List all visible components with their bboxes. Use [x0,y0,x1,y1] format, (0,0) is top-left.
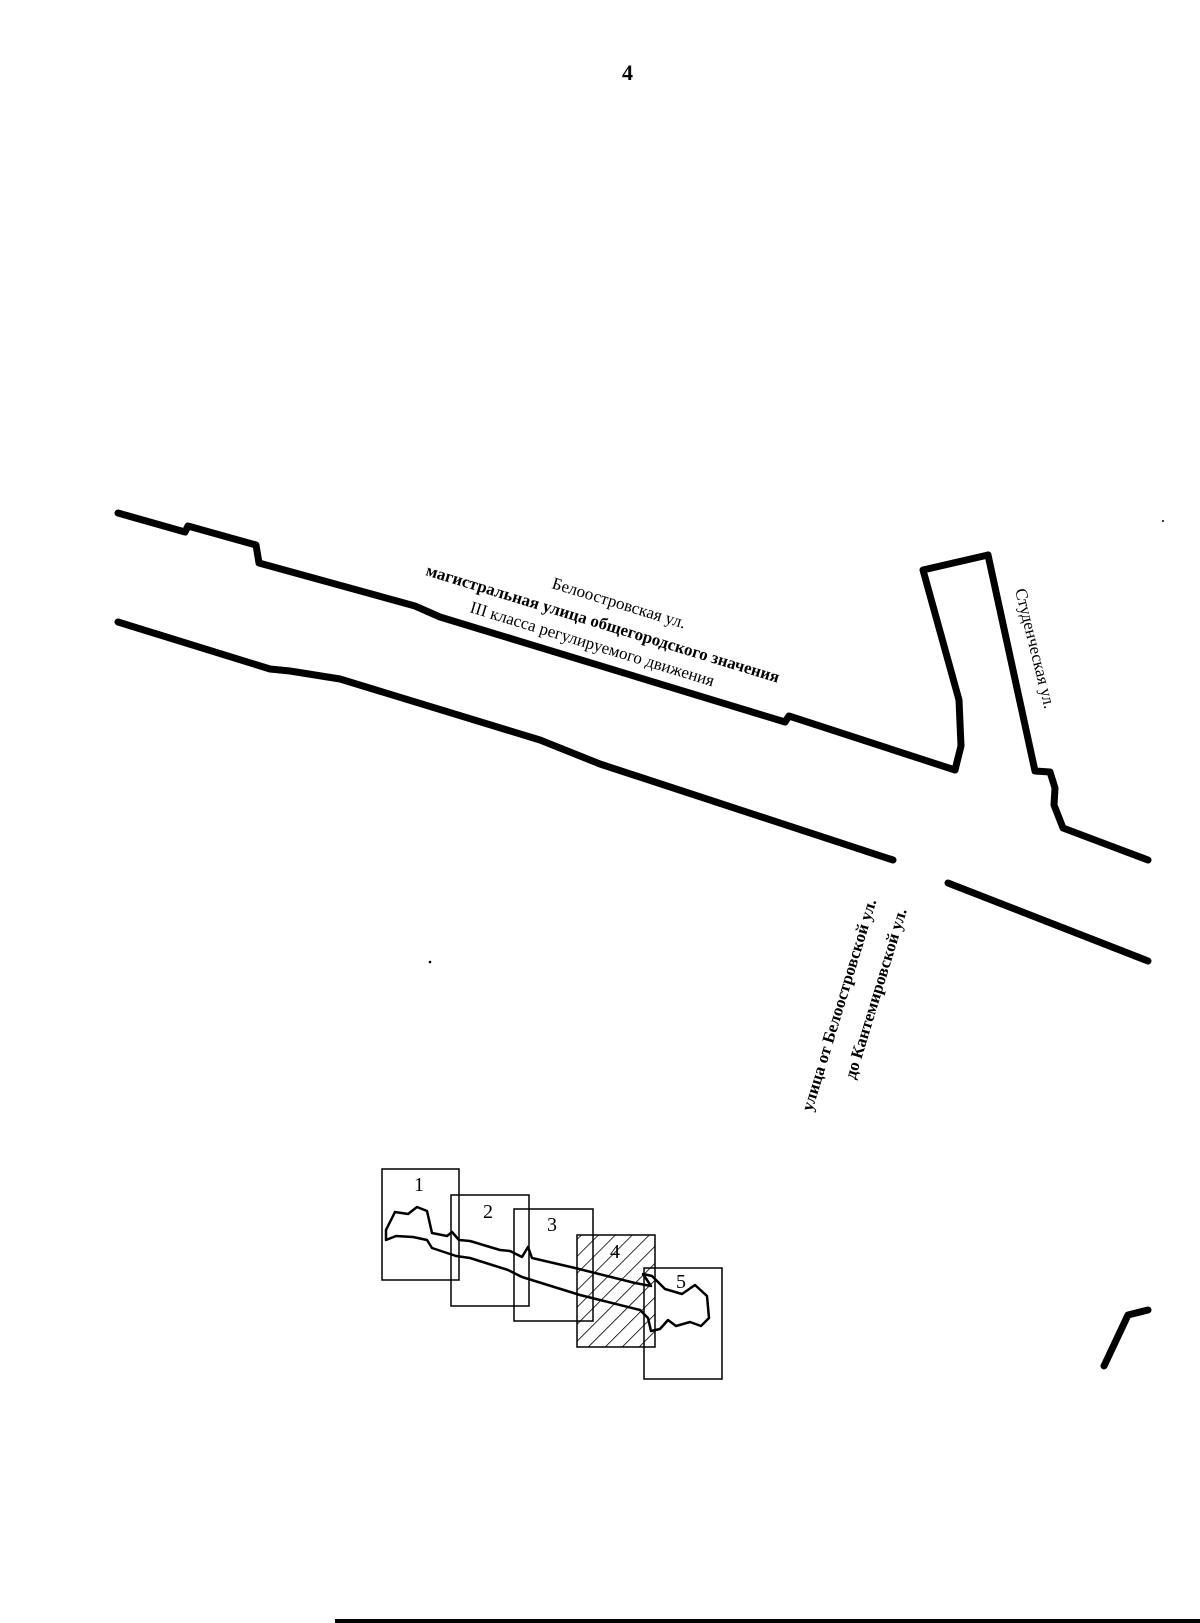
page-number: 4 [622,60,633,85]
sheet-number-2: 2 [483,1201,493,1223]
bottom-rule [335,1619,1200,1623]
sheet-frame-5 [643,1267,723,1380]
studencheskaya-east-boundary [984,551,1152,864]
sheet-frame-1 [381,1168,460,1281]
route-outline [384,1205,711,1333]
beloostrovskaya-south-boundary-east [944,879,1152,965]
sheet-number-4: 4 [610,1241,620,1263]
speck-dot [428,960,432,964]
beloostrovskaya-north-boundary [114,509,959,774]
sheet-number-1: 1 [414,1174,424,1196]
sheet-number-5: 5 [676,1271,686,1293]
beloostrovskaya-south-boundary-west [114,618,897,864]
studencheskaya-west-boundary [919,551,992,774]
sheet-number-3: 3 [547,1214,557,1236]
boundary-fragment-southeast [1100,1306,1152,1370]
speck-dot [1162,520,1164,522]
sheet-frame-4 [576,1234,656,1348]
sheet-index-map: 1 2 3 4 5 [381,1168,723,1380]
